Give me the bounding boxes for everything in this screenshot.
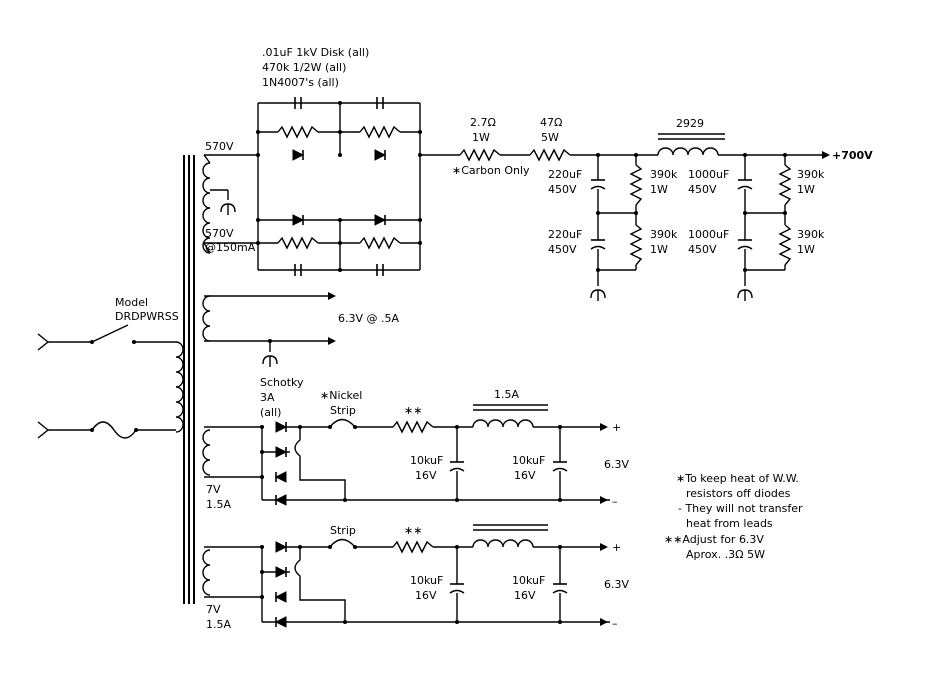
- nickel-label-1: ∗Nickel: [320, 389, 362, 402]
- schotky-label-2: 3A: [260, 391, 275, 404]
- carbon-only-note: ∗Carbon Only: [452, 164, 530, 177]
- r27-value: 2.7Ω: [470, 116, 496, 129]
- cap-note-3: 1N4007's (all): [262, 76, 339, 89]
- c220b-value: 220uF: [548, 228, 582, 241]
- minus-b-label: –: [612, 617, 618, 630]
- c10k-b-voltage: 16V: [514, 469, 536, 482]
- r47-watt: 5W: [541, 131, 559, 144]
- heater-secondary: [202, 292, 336, 368]
- r390d-value: 390k: [797, 228, 825, 241]
- c10k-b-value: 10kuF: [512, 454, 545, 467]
- current-150-label: @150mA: [205, 241, 256, 254]
- star2-b: ∗∗: [404, 524, 422, 537]
- plus-b-label: +: [612, 541, 621, 554]
- schotky-label-3: (all): [260, 406, 281, 419]
- out-63-a-label: 6.3V: [604, 458, 629, 471]
- note-line-1: ∗To keep heat of W.W.: [676, 472, 799, 485]
- note-line-4: heat from leads: [686, 517, 773, 530]
- v570-bot-label: 570V: [205, 227, 234, 240]
- r390a-watt: 1W: [650, 183, 668, 196]
- c10k-c-value: 10kuF: [410, 574, 443, 587]
- c1000a-voltage: 450V: [688, 183, 717, 196]
- c10k-d-voltage: 16V: [514, 589, 536, 602]
- plus-a-label: +: [612, 421, 621, 434]
- output-700v-label: +700V: [832, 149, 873, 162]
- r390a-value: 390k: [650, 168, 678, 181]
- lv-supply-a: [202, 404, 610, 506]
- minus-a-label: –: [612, 495, 618, 508]
- choke-2929-label: 2929: [676, 117, 704, 130]
- sec7v-a-label: 7V: [206, 483, 221, 496]
- bridge-rectifier: [256, 96, 422, 277]
- transformer-core: [183, 155, 195, 604]
- out-63-b-label: 6.3V: [604, 578, 629, 591]
- schotky-label-1: Schotky: [260, 376, 304, 389]
- sec15-b-label: 1.5A: [206, 618, 231, 631]
- v570-top-label: 570V: [205, 140, 234, 153]
- model-label-2: DRDPWRSS: [115, 310, 179, 323]
- c220b-voltage: 450V: [548, 243, 577, 256]
- c220a-voltage: 450V: [548, 183, 577, 196]
- sec15-a-label: 1.5A: [206, 498, 231, 511]
- nickel-label-2: Strip: [330, 404, 356, 417]
- c1000a-value: 1000uF: [688, 168, 729, 181]
- note-line-3: - They will not transfer: [678, 502, 803, 515]
- c220a-value: 220uF: [548, 168, 582, 181]
- choke-15-label: 1.5A: [494, 388, 519, 401]
- c10k-a-value: 10kuF: [410, 454, 443, 467]
- c1000b-voltage: 450V: [688, 243, 717, 256]
- c10k-d-value: 10kuF: [512, 574, 545, 587]
- note-line-6: Aprox. .3Ω 5W: [686, 548, 765, 561]
- r27-watt: 1W: [472, 131, 490, 144]
- r390b-value: 390k: [650, 228, 678, 241]
- r390d-watt: 1W: [797, 243, 815, 256]
- primary-circuit: [37, 324, 184, 439]
- star2-a: ∗∗: [404, 404, 422, 417]
- c1000b-value: 1000uF: [688, 228, 729, 241]
- cap-note-2: 470k 1/2W (all): [262, 61, 346, 74]
- note-line-5: ∗∗Adjust for 6.3V: [664, 533, 764, 546]
- hv-secondary: [202, 154, 258, 254]
- heater-63-label: 6.3V @ .5A: [338, 312, 400, 325]
- r390b-watt: 1W: [650, 243, 668, 256]
- hv-filter: [420, 133, 830, 302]
- c10k-a-voltage: 16V: [415, 469, 437, 482]
- note-line-2: resistors off diodes: [686, 487, 791, 500]
- c10k-c-voltage: 16V: [415, 589, 437, 602]
- lv-supply-b: [202, 524, 610, 628]
- cap-note-1: .01uF 1kV Disk (all): [262, 46, 369, 59]
- r47-value: 47Ω: [540, 116, 562, 129]
- strip-b-label: Strip: [330, 524, 356, 537]
- sec7v-b-label: 7V: [206, 603, 221, 616]
- r390c-watt: 1W: [797, 183, 815, 196]
- model-label-1: Model: [115, 296, 148, 309]
- r390c-value: 390k: [797, 168, 825, 181]
